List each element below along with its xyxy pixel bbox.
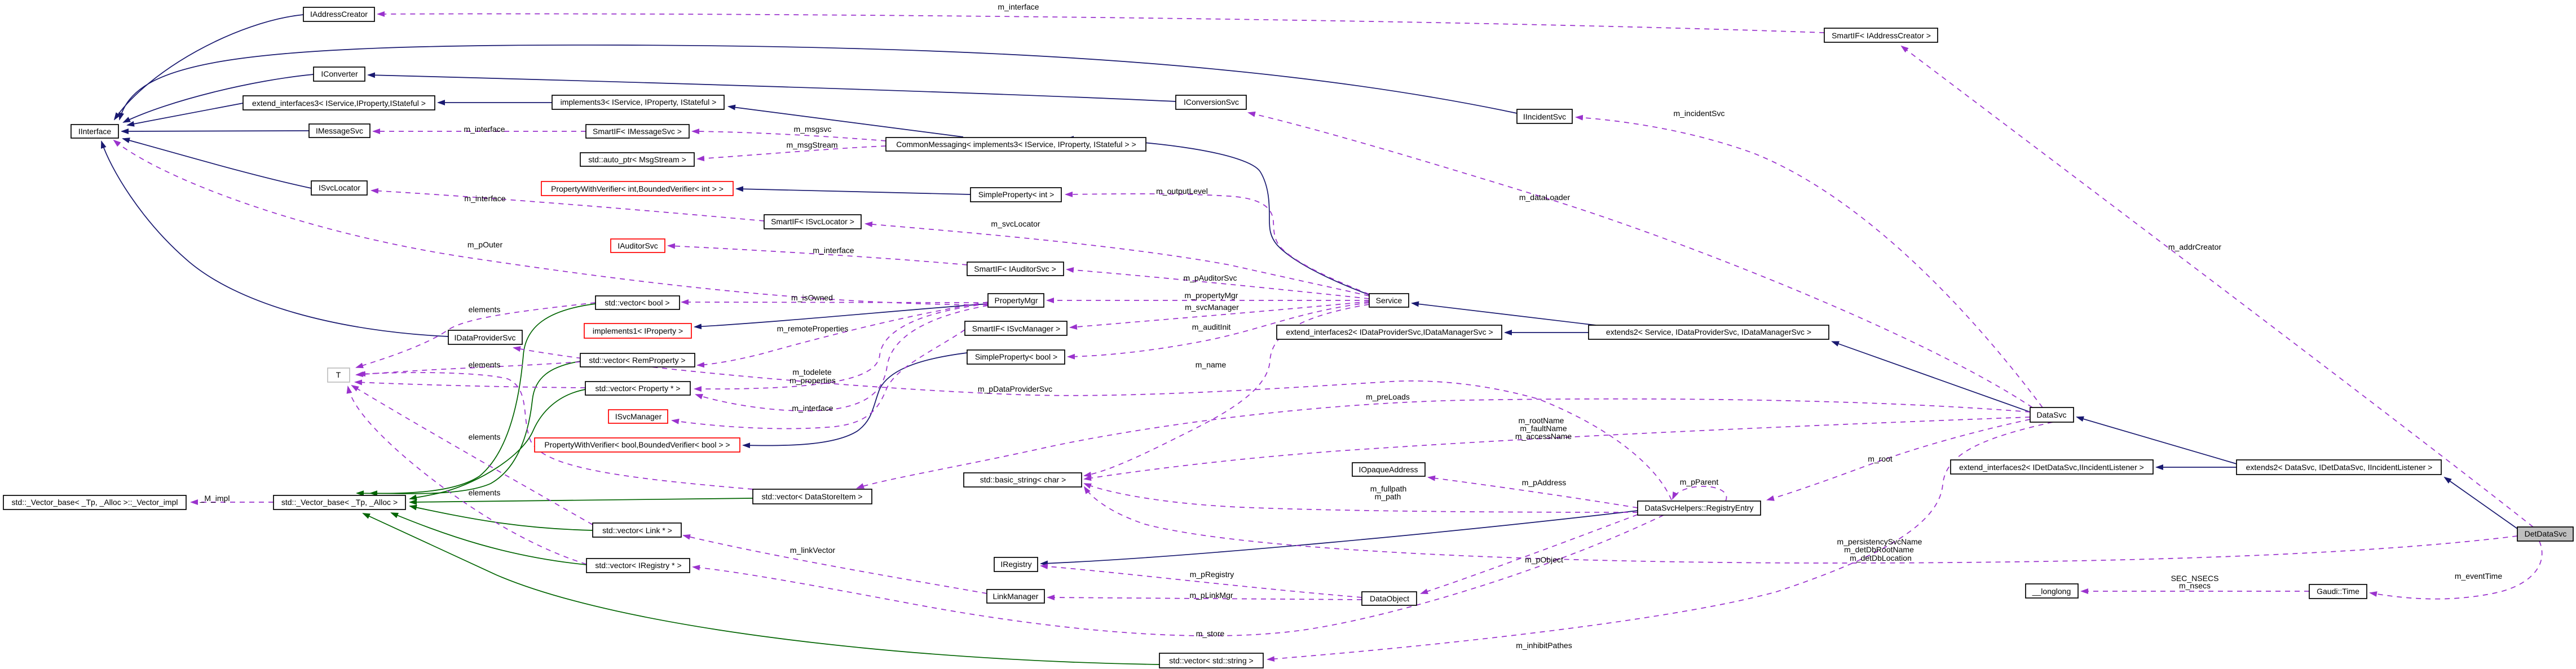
svg-text:IRegistry: IRegistry bbox=[1000, 560, 1031, 569]
svg-text:m_incidentSvc: m_incidentSvc bbox=[1673, 109, 1724, 118]
svg-text:std::vector< IRegistry * >: std::vector< IRegistry * > bbox=[595, 561, 681, 570]
svg-text:m_persistencySvcName: m_persistencySvcName bbox=[1837, 537, 1922, 546]
svg-text:m_pRegistry: m_pRegistry bbox=[1190, 570, 1234, 579]
svg-text:std::vector< bool >: std::vector< bool > bbox=[605, 298, 669, 307]
svg-text:ISvcManager: ISvcManager bbox=[615, 412, 662, 421]
svg-text:Service: Service bbox=[1376, 296, 1402, 305]
svg-text:elements: elements bbox=[469, 488, 501, 497]
svg-text:m_dataLoader: m_dataLoader bbox=[1519, 193, 1571, 202]
svg-text:m_pObject: m_pObject bbox=[1525, 555, 1563, 564]
svg-text:m_interface: m_interface bbox=[464, 194, 505, 203]
svg-text:m_interface: m_interface bbox=[464, 125, 505, 134]
svg-text:SimpleProperty< bool >: SimpleProperty< bool > bbox=[975, 352, 1057, 361]
svg-text:m_interface: m_interface bbox=[792, 404, 833, 413]
svg-text:IConversionSvc: IConversionSvc bbox=[1184, 98, 1239, 107]
svg-text:PropertyMgr: PropertyMgr bbox=[994, 296, 1038, 305]
svg-text:m_outputLevel: m_outputLevel bbox=[1156, 187, 1208, 196]
svg-text:m_store: m_store bbox=[1196, 629, 1225, 638]
svg-text:m_pParent: m_pParent bbox=[1680, 477, 1719, 486]
svg-text:Gaudi::Time: Gaudi::Time bbox=[2317, 587, 2359, 596]
svg-text:IConverter: IConverter bbox=[321, 69, 358, 78]
svg-text:std::vector< Property * >: std::vector< Property * > bbox=[596, 384, 681, 393]
svg-text:m_fullpath: m_fullpath bbox=[1370, 484, 1407, 493]
svg-text:DataSvcHelpers::RegistryEntry: DataSvcHelpers::RegistryEntry bbox=[1645, 503, 1754, 512]
svg-text:m_root: m_root bbox=[1868, 454, 1893, 463]
svg-text:IAuditorSvc: IAuditorSvc bbox=[617, 241, 658, 250]
svg-text:SimpleProperty< int >: SimpleProperty< int > bbox=[978, 190, 1055, 199]
svg-text:m_eventTime: m_eventTime bbox=[2455, 571, 2503, 581]
svg-text:PropertyWithVerifier< int,Boun: PropertyWithVerifier< int,BoundedVerifie… bbox=[551, 184, 724, 193]
svg-text:m_detDbLocation: m_detDbLocation bbox=[1850, 553, 1912, 562]
svg-text:DetDataSvc: DetDataSvc bbox=[2525, 529, 2567, 538]
svg-text:IInterface: IInterface bbox=[78, 127, 112, 136]
svg-text:m_pOuter: m_pOuter bbox=[467, 240, 503, 249]
svg-text:m_properties: m_properties bbox=[789, 376, 836, 385]
svg-text:m_linkVector: m_linkVector bbox=[790, 546, 835, 555]
svg-text:extends2< DataSvc, IDetDataSvc: extends2< DataSvc, IDetDataSvc, IInciden… bbox=[2246, 463, 2433, 472]
svg-text:m_auditInit: m_auditInit bbox=[1192, 322, 1231, 331]
svg-text:SEC_NSECS: SEC_NSECS bbox=[2171, 574, 2219, 583]
svg-text:m_inhibitPathes: m_inhibitPathes bbox=[1516, 641, 1572, 650]
svg-text:m_isOwned: m_isOwned bbox=[791, 293, 833, 302]
svg-text:ISvcLocator: ISvcLocator bbox=[319, 183, 360, 192]
svg-text:SmartIF< IAddressCreator >: SmartIF< IAddressCreator > bbox=[1832, 31, 1931, 40]
svg-text:m_remoteProperties: m_remoteProperties bbox=[777, 324, 849, 333]
svg-text:m_interface: m_interface bbox=[813, 246, 854, 255]
svg-text:m_svcManager: m_svcManager bbox=[1185, 303, 1239, 312]
svg-text:std::_Vector_base< _Tp, _Alloc: std::_Vector_base< _Tp, _Alloc > bbox=[281, 498, 398, 507]
svg-text:m_interface: m_interface bbox=[998, 2, 1039, 11]
svg-text:__longlong: __longlong bbox=[2032, 587, 2071, 596]
svg-text:SmartIF< IAuditorSvc >: SmartIF< IAuditorSvc > bbox=[974, 264, 1056, 273]
svg-text:std::basic_string< char >: std::basic_string< char > bbox=[980, 475, 1066, 484]
svg-text:IMessageSvc: IMessageSvc bbox=[316, 126, 363, 135]
svg-text:m_propertyMgr: m_propertyMgr bbox=[1185, 291, 1238, 300]
svg-text:DataObject: DataObject bbox=[1370, 594, 1409, 603]
svg-text:m_nsecs: m_nsecs bbox=[2179, 581, 2211, 590]
svg-text:std::vector< std::string >: std::vector< std::string > bbox=[1169, 656, 1253, 665]
svg-text:m_name: m_name bbox=[1196, 360, 1227, 369]
svg-text:m_path: m_path bbox=[1375, 492, 1401, 501]
svg-text:extends2< Service, IDataProvid: extends2< Service, IDataProviderSvc, IDa… bbox=[1606, 327, 1811, 336]
svg-text:m_preLoads: m_preLoads bbox=[1366, 392, 1410, 401]
svg-text:std::vector< DataStoreItem >: std::vector< DataStoreItem > bbox=[762, 492, 863, 501]
svg-text:IAddressCreator: IAddressCreator bbox=[310, 10, 368, 19]
svg-text:std::auto_ptr< MsgStream >: std::auto_ptr< MsgStream > bbox=[588, 155, 686, 164]
svg-text:SmartIF< IMessageSvc >: SmartIF< IMessageSvc > bbox=[593, 127, 682, 136]
svg-text:m_svcLocator: m_svcLocator bbox=[991, 219, 1040, 228]
svg-text:T: T bbox=[336, 370, 341, 379]
svg-text:_M_impl: _M_impl bbox=[200, 494, 230, 503]
svg-text:implements1< IProperty >: implements1< IProperty > bbox=[593, 326, 683, 335]
svg-text:SmartIF< ISvcManager >: SmartIF< ISvcManager > bbox=[972, 324, 1060, 333]
svg-text:m_pLinkMgr: m_pLinkMgr bbox=[1189, 591, 1233, 600]
svg-text:DataSvc: DataSvc bbox=[2037, 410, 2067, 419]
svg-text:SmartIF< ISvcLocator >: SmartIF< ISvcLocator > bbox=[771, 217, 854, 226]
svg-text:implements3< IService, IProper: implements3< IService, IProperty, IState… bbox=[561, 98, 717, 107]
svg-text:m_pDataProviderSvc: m_pDataProviderSvc bbox=[978, 384, 1052, 393]
svg-text:m_accessName: m_accessName bbox=[1515, 432, 1572, 441]
svg-text:m_todelete: m_todelete bbox=[792, 367, 831, 376]
svg-text:IDataProviderSvc: IDataProviderSvc bbox=[455, 333, 516, 342]
svg-text:elements: elements bbox=[469, 432, 501, 441]
svg-text:std::vector< RemProperty >: std::vector< RemProperty > bbox=[589, 356, 685, 365]
svg-text:m_addrCreator: m_addrCreator bbox=[2168, 242, 2221, 251]
svg-text:m_pAuditorSvc: m_pAuditorSvc bbox=[1184, 273, 1237, 282]
svg-text:extend_interfaces2< IDetDataSv: extend_interfaces2< IDetDataSvc,IInciden… bbox=[1959, 463, 2144, 472]
svg-text:extend_interfaces3< IService,I: extend_interfaces3< IService,IProperty,I… bbox=[252, 99, 426, 108]
svg-text:std::vector< Link * >: std::vector< Link * > bbox=[602, 526, 672, 535]
svg-text:m_msgStream: m_msgStream bbox=[786, 140, 837, 149]
svg-text:m_msgsvc: m_msgsvc bbox=[794, 125, 832, 134]
svg-text:std::_Vector_base< _Tp, _Alloc: std::_Vector_base< _Tp, _Alloc >::_Vecto… bbox=[12, 498, 178, 507]
svg-text:m_faultName: m_faultName bbox=[1520, 424, 1567, 433]
svg-text:m_pAddress: m_pAddress bbox=[1522, 478, 1567, 487]
svg-text:elements: elements bbox=[469, 305, 501, 314]
svg-text:CommonMessaging< implements3<: CommonMessaging< implements3< IService, … bbox=[896, 140, 1136, 149]
svg-text:extend_interfaces2< IDataProvi: extend_interfaces2< IDataProviderSvc,IDa… bbox=[1286, 327, 1493, 336]
svg-text:IOpaqueAddress: IOpaqueAddress bbox=[1358, 465, 1418, 474]
svg-text:elements: elements bbox=[469, 360, 501, 369]
svg-text:IIncidentSvc: IIncidentSvc bbox=[1523, 112, 1566, 121]
svg-text:PropertyWithVerifier< bool,Bou: PropertyWithVerifier< bool,BoundedVerifi… bbox=[544, 440, 730, 449]
svg-text:LinkManager: LinkManager bbox=[993, 592, 1039, 601]
svg-text:m_rootName: m_rootName bbox=[1519, 416, 1564, 425]
svg-text:m_detDbRootName: m_detDbRootName bbox=[1844, 545, 1914, 554]
